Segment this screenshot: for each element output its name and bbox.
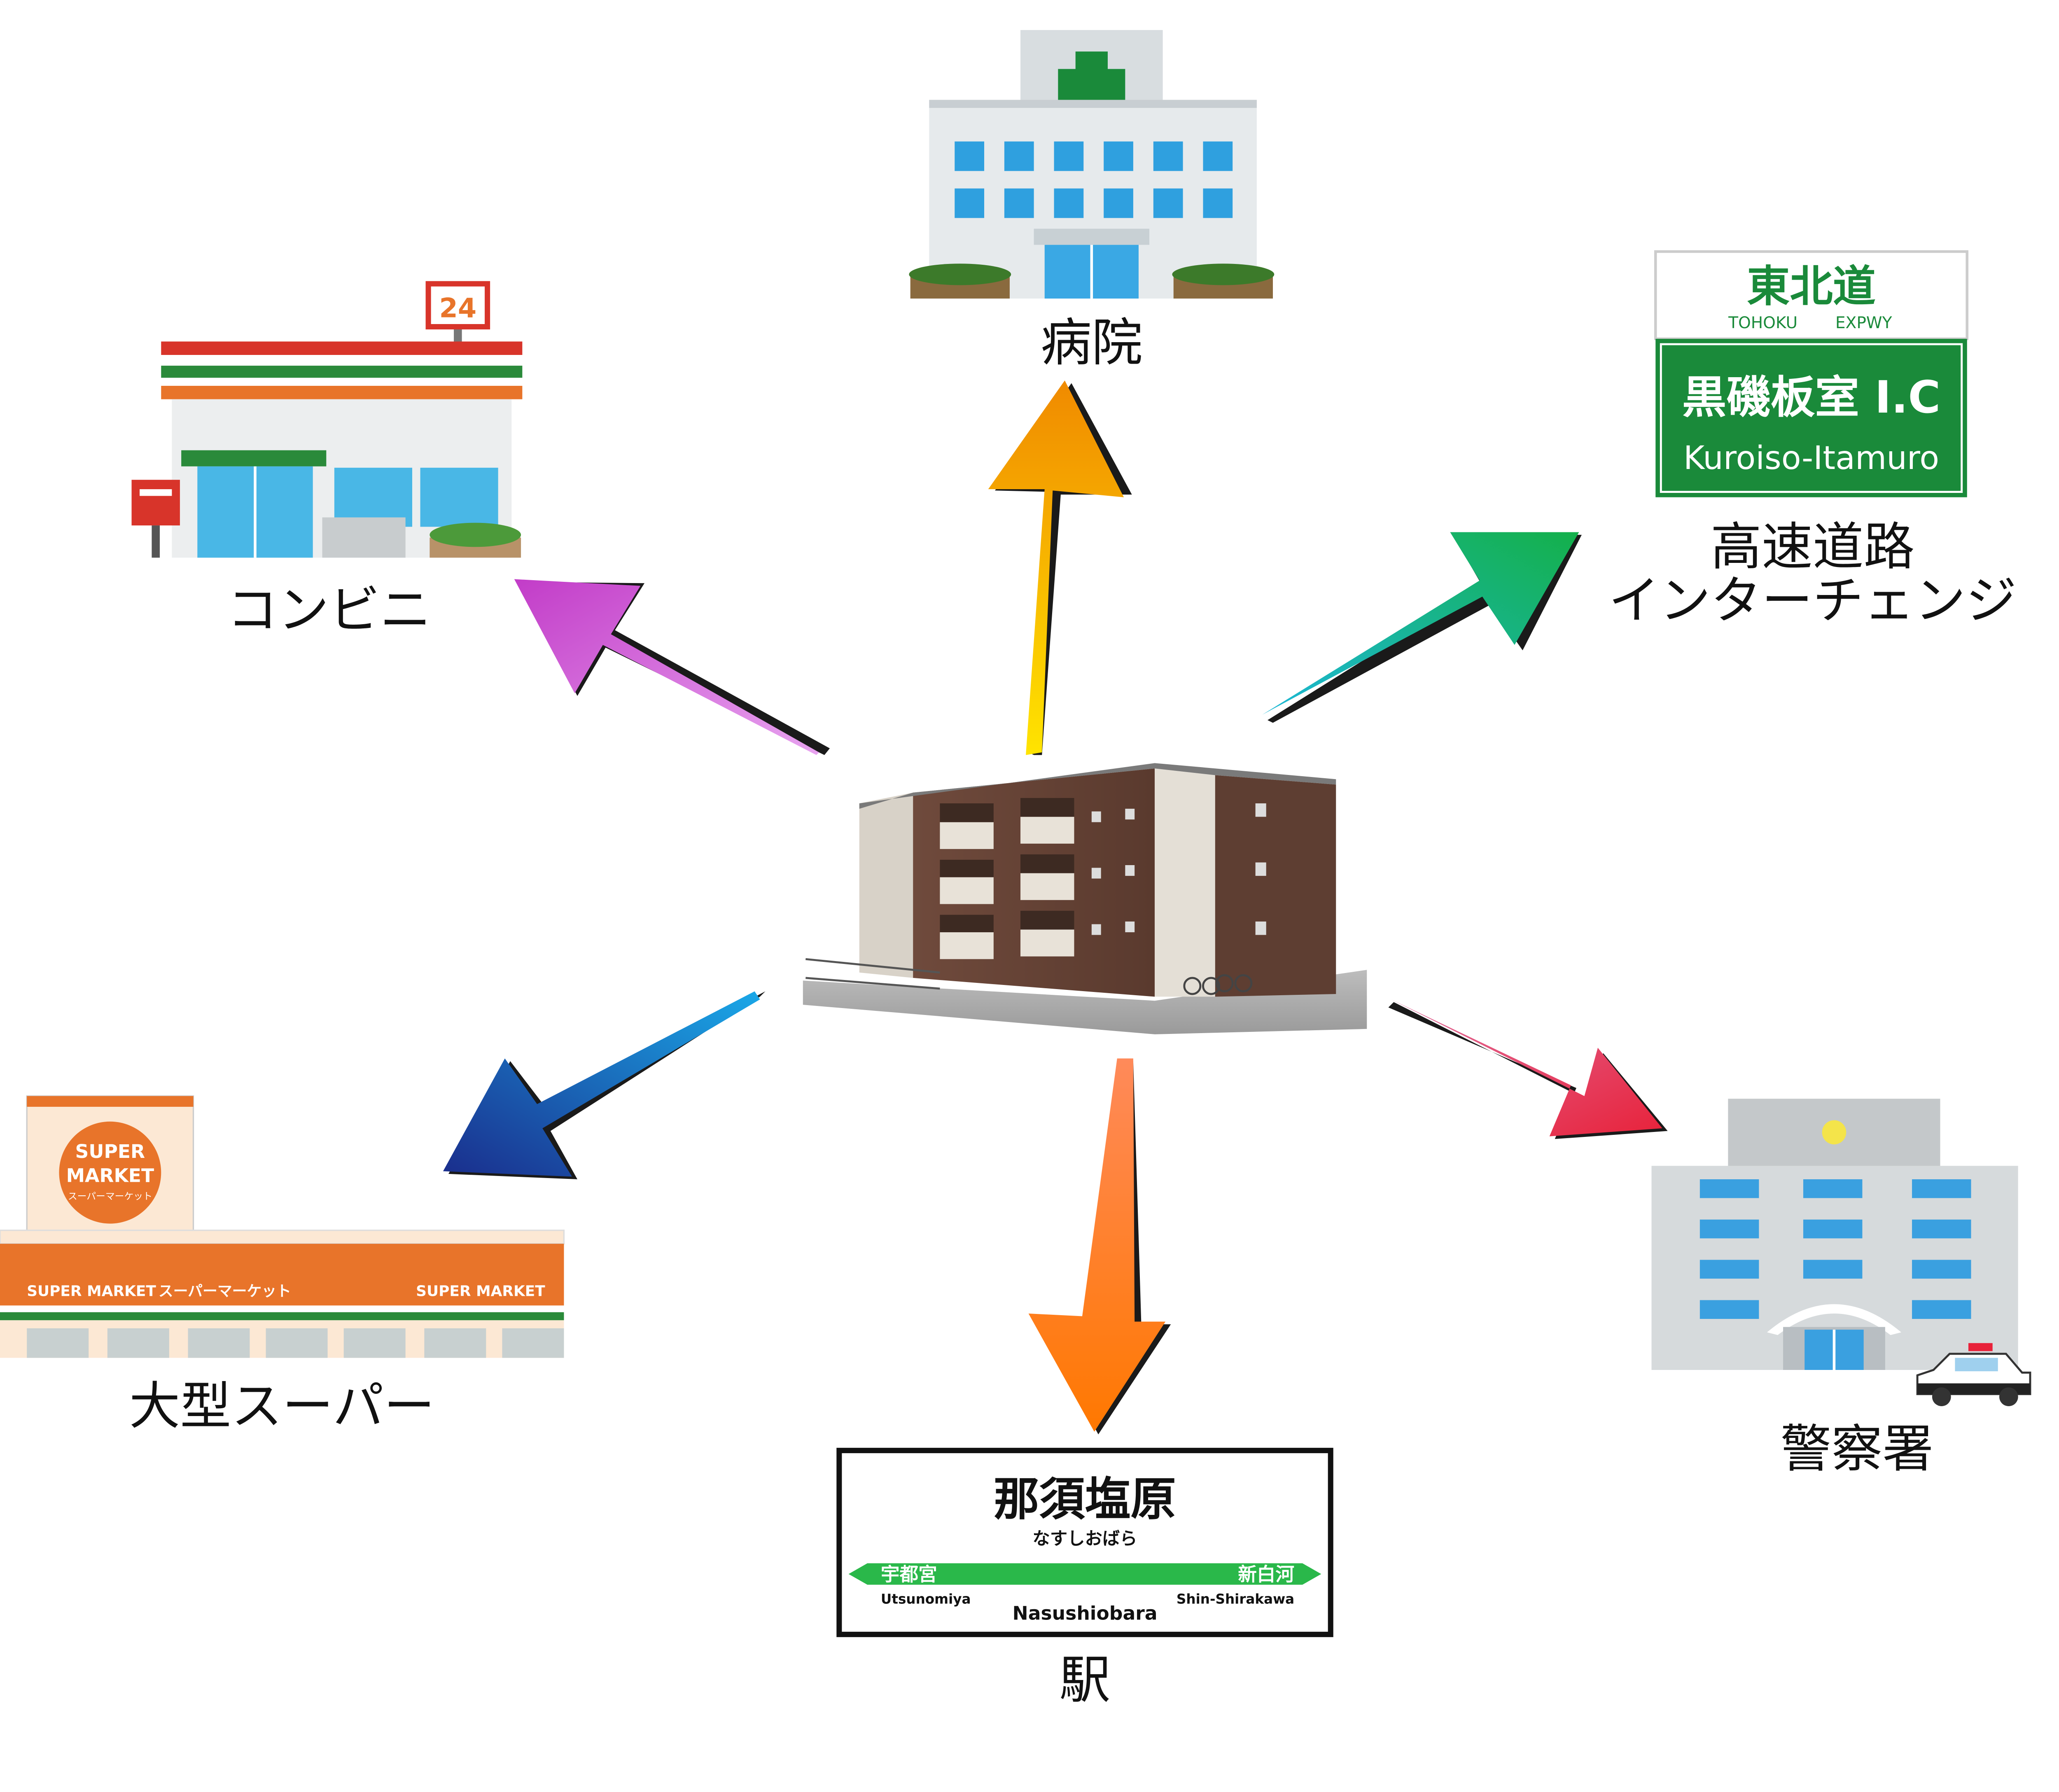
arrow-to-police (1388, 999, 1668, 1139)
arrow-to-convenience (514, 579, 830, 755)
highway-route-roman-2: EXPWY (1835, 314, 1892, 332)
supermarket-badge-kana: スーパーマーケット (68, 1191, 152, 1202)
police-station-illustration (1651, 1099, 2031, 1407)
highway-route-kanji: 東北道 (1747, 261, 1876, 312)
hospital-illustration (909, 30, 1275, 299)
arrow-to-supermarket (443, 991, 766, 1179)
highway-ic-kanji: 黒磯板室 I.C (1682, 372, 1941, 423)
supermarket-band-right: SUPER MARKET (416, 1283, 545, 1300)
arrow-to-hospital (988, 380, 1132, 755)
arrows (443, 380, 1668, 1435)
station-sign: 那須塩原 なすしおばら 宇都宮 新白河 Utsunomiya Shin-Shir… (836, 1448, 1333, 1637)
highway-ic-roman: Kuroiso-Itamuro (1683, 439, 1939, 477)
station-name-roman: Nasushiobara (1013, 1602, 1158, 1624)
supermarket-badge-line1: SUPER (75, 1141, 145, 1162)
station-right-roman: Shin-Shirakawa (1177, 1591, 1294, 1607)
convenience-label: コンビニ (227, 581, 431, 640)
supermarket-band-left: SUPER MARKET (27, 1283, 156, 1300)
arrow-to-station (1028, 1058, 1171, 1435)
convenience-store-illustration: 24 (131, 281, 523, 558)
hospital-label: 病院 (1041, 313, 1143, 373)
arrow-to-highway (1262, 532, 1582, 723)
supermarket-illustration: SUPER MARKET スーパーマーケット SUPER MARKET スーパー… (0, 1095, 565, 1358)
highway-label-line2: インターチェンジ (1608, 571, 2017, 630)
supermarket-band-center: スーパーマーケット (159, 1283, 291, 1300)
supermarket-label: 大型スーパー (129, 1377, 435, 1436)
police-label: 警察署 (1781, 1420, 1934, 1479)
station-left-roman: Utsunomiya (881, 1591, 971, 1607)
station-right-kanji: 新白河 (1238, 1563, 1294, 1585)
station-left-kanji: 宇都宮 (881, 1563, 937, 1585)
highway-route-roman-1: TOHOKU (1728, 314, 1798, 332)
station-name-kanji: 那須塩原 (994, 1473, 1176, 1526)
highway-label-line1: 高速道路 (1711, 518, 1915, 577)
supermarket-badge-line2: MARKET (66, 1165, 154, 1187)
convenience-24-sign: 24 (439, 293, 476, 324)
station-label: 駅 (1060, 1651, 1111, 1710)
station-name-kana: なすしおばら (1032, 1528, 1137, 1549)
apartment-building-illustration (803, 763, 1367, 1034)
highway-sign: 東北道 TOHOKU EXPWY 黒磯板室 I.C Kuroiso-Itamur… (1654, 250, 1968, 497)
